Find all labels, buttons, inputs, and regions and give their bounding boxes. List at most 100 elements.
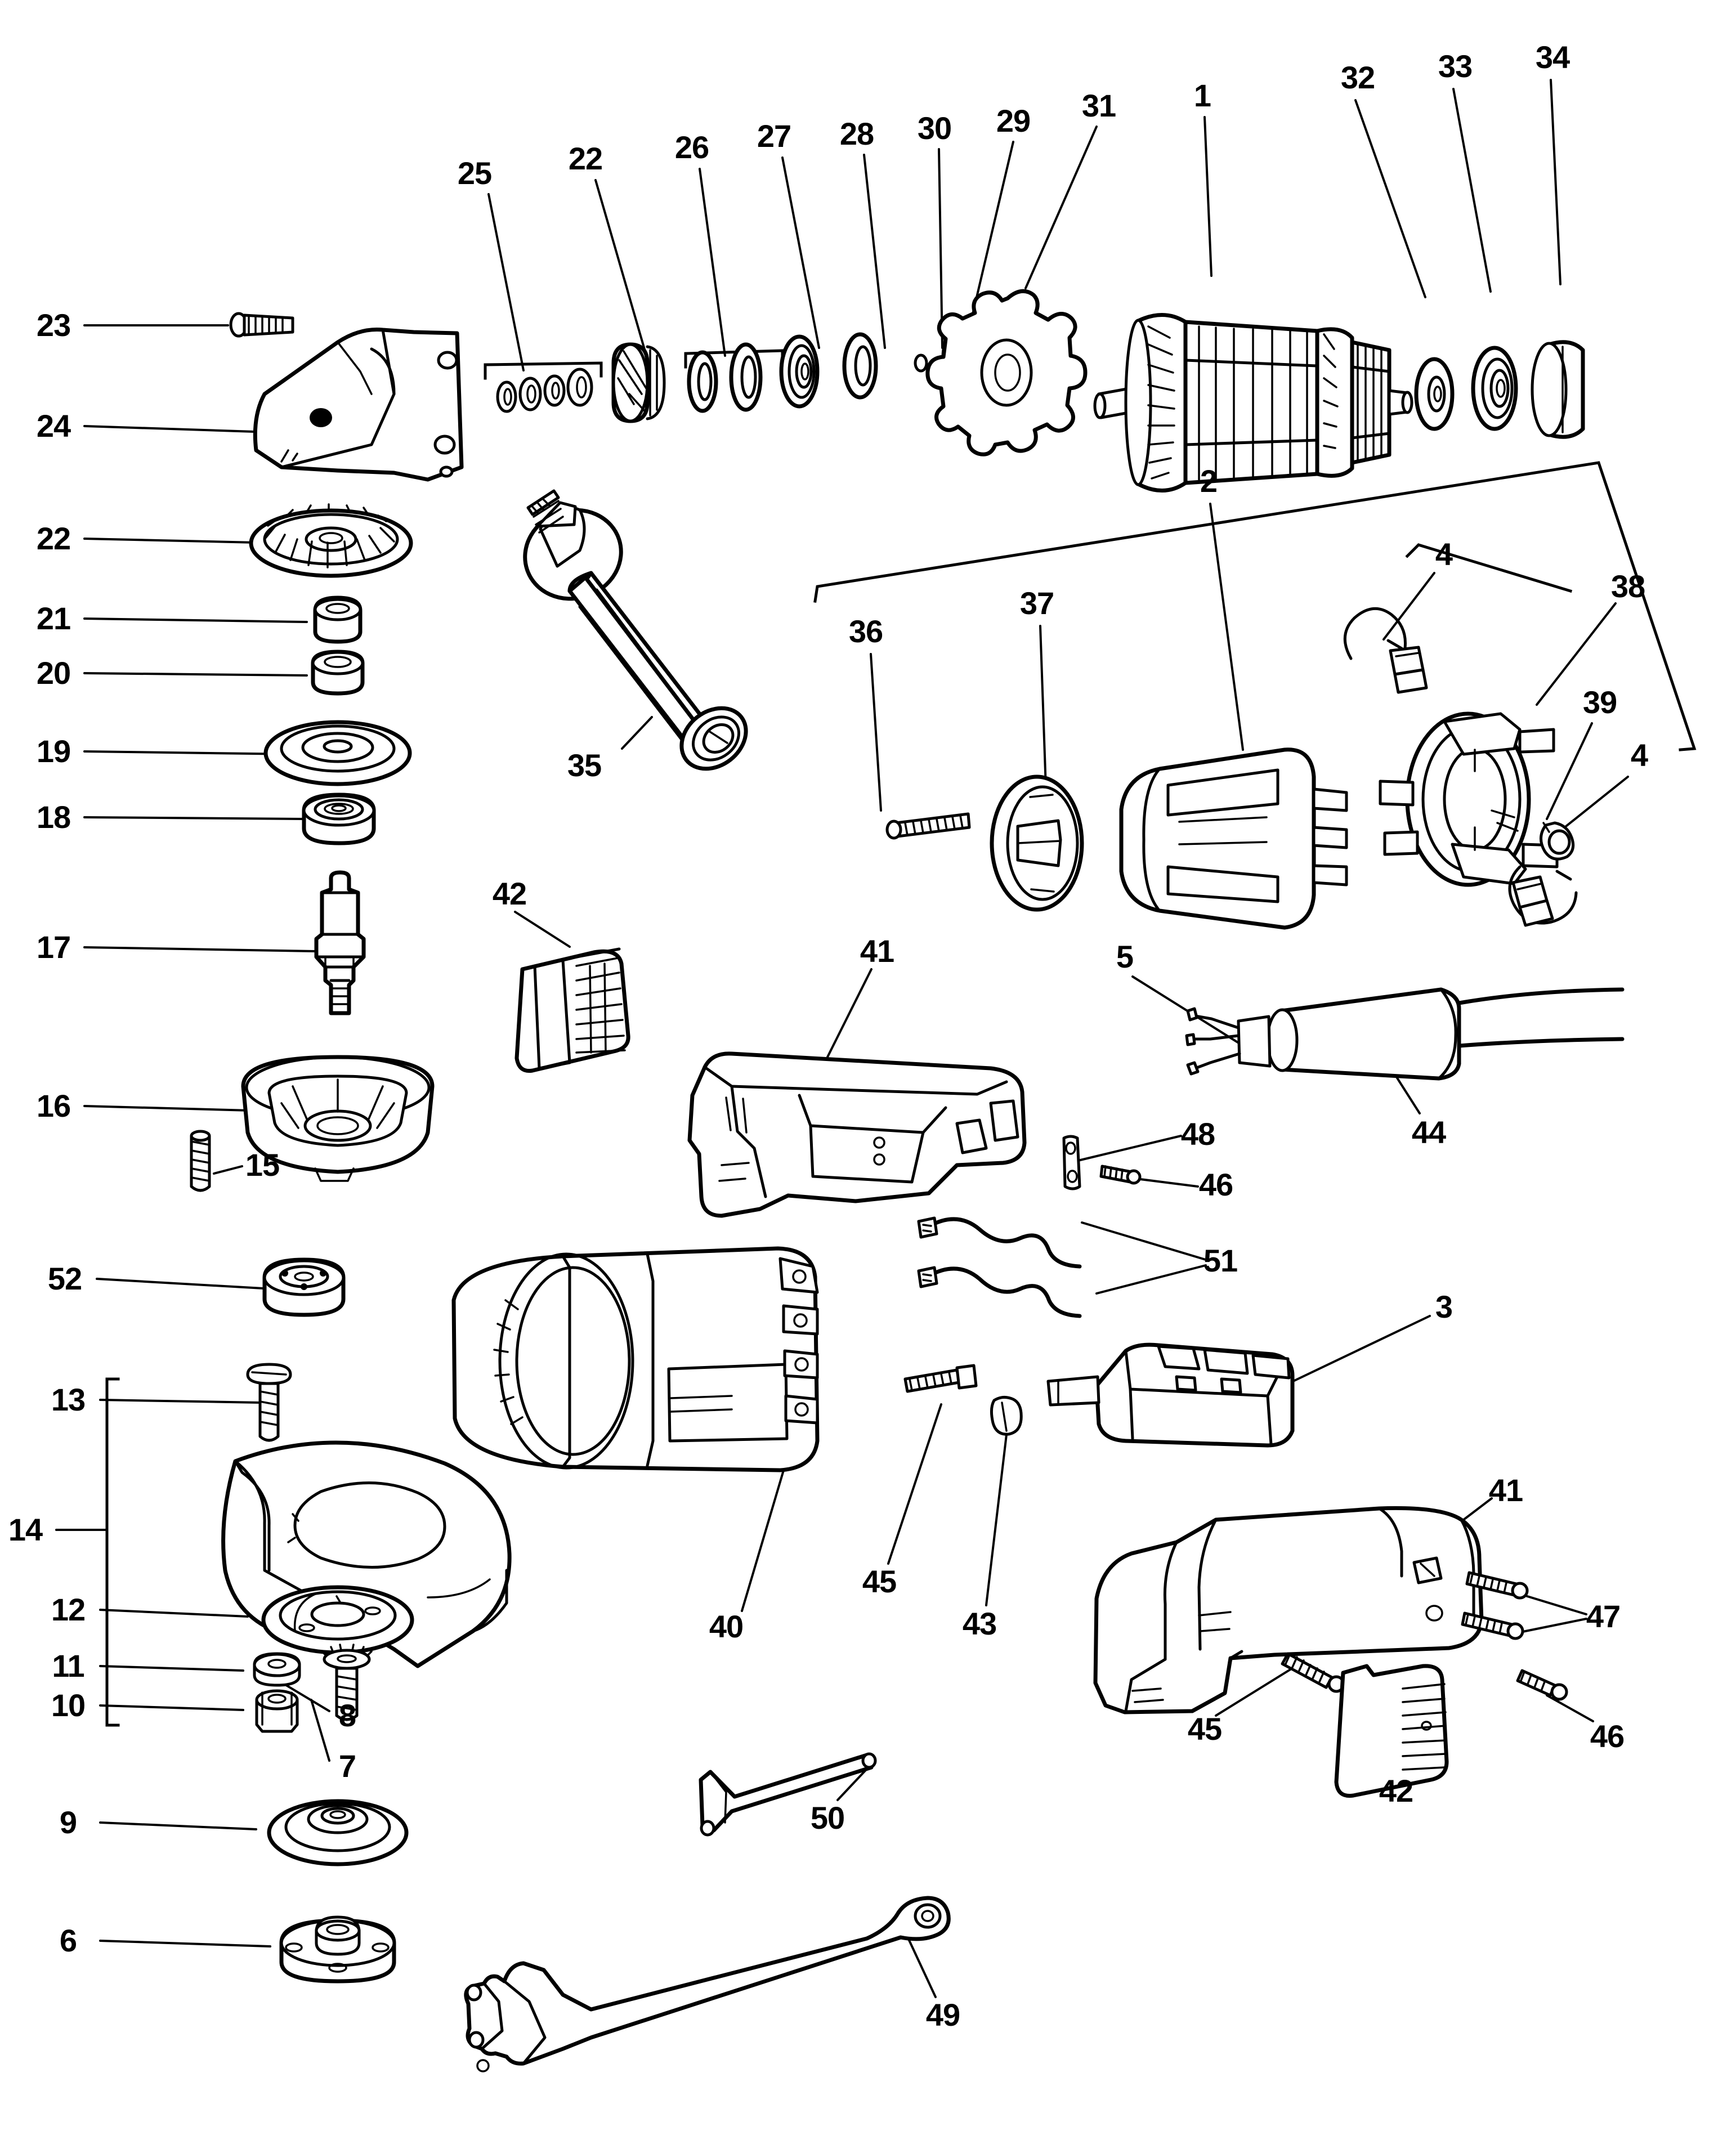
- callout-label-lock-washer: 8: [338, 1698, 356, 1733]
- callout-label-spanner-wrench: 49: [925, 1997, 960, 2032]
- part-screw-46-lower: [1516, 1669, 1568, 1701]
- part-machine-screw-23: [229, 312, 294, 338]
- part-side-handle-35: [523, 489, 748, 771]
- callout-label-bearing-retainer: 21: [36, 601, 71, 636]
- part-switch-button-43: [990, 1396, 1023, 1436]
- part-field-screw-36: [885, 812, 971, 840]
- part-armature-1: [1093, 313, 1413, 493]
- part-ball-bearing-18: [302, 793, 376, 845]
- part-screw-45-lower: [1281, 1652, 1345, 1693]
- callout-label-handle-housing-half: 41: [860, 933, 894, 969]
- callout-label-screw: 15: [245, 1147, 280, 1183]
- callout-label-gear-case: 16: [36, 1088, 71, 1123]
- callout-label-cord-terminal: 5: [1116, 939, 1134, 974]
- part-carbon-brush-4-upper: [1343, 607, 1428, 694]
- callout-label-screw: 46: [1198, 1167, 1233, 1202]
- part-handle-housing-half-41-lower: [1093, 1506, 1484, 1714]
- callout-label-handle-housing-half: 41: [1488, 1472, 1523, 1508]
- part-spanner-wrench-49: [464, 1896, 951, 2072]
- part-field-insulator-37: [990, 774, 1084, 912]
- part-output-spindle-17: [314, 870, 366, 1015]
- callout-label-screw: 46: [1590, 1718, 1625, 1754]
- callout-label-ball-bearing: 27: [757, 118, 791, 154]
- callout-label-bearing-washer: 32: [1340, 60, 1375, 95]
- part-ball-bearing-33: [1471, 346, 1518, 431]
- callout-label-handle-screws: 47: [1586, 1599, 1621, 1634]
- part-brush-spring-39: [1540, 821, 1575, 861]
- part-handle-screws-47: [1461, 1571, 1529, 1640]
- leader-lines-group: [55, 79, 1697, 1998]
- part-pinion-gear-22: [611, 342, 666, 423]
- callout-label-vent-grille-cover: 42: [1379, 1773, 1413, 1808]
- part-guard-clamp-ring-12: [261, 1585, 414, 1655]
- part-trigger-switch-3: [1046, 1342, 1295, 1448]
- part-flat-washer-11: [253, 1652, 301, 1687]
- callout-label-trigger-switch: 3: [1435, 1289, 1453, 1324]
- callout-label-carbon-brush: 4: [1630, 737, 1648, 773]
- part-handle-housing-half-41-upper: [687, 1051, 1027, 1218]
- callout-label-hex-key-wrench: 50: [810, 1800, 845, 1835]
- callout-label-carbon-brush: 4: [1435, 536, 1453, 572]
- callout-label-bearing-washer: 28: [839, 116, 874, 151]
- part-bearing-retainer-21: [313, 596, 363, 644]
- part-screw-46-upper: [1099, 1165, 1142, 1185]
- callout-label-screw: 45: [862, 1564, 897, 1599]
- callout-label-seal-ring-set: 26: [674, 129, 709, 165]
- part-hex-nut-10: [255, 1689, 299, 1733]
- callout-label-flat-washer: 11: [52, 1648, 84, 1684]
- part-shim-washer-set-25: [496, 368, 593, 413]
- part-spiral-bevel-gear-22: [249, 503, 413, 578]
- callout-label-gear-case-cover: 24: [36, 408, 71, 444]
- part-pin-30: [914, 353, 928, 373]
- part-bearing-washer-28: [842, 332, 878, 400]
- callout-label-lead-wires: 51: [1203, 1243, 1238, 1278]
- callout-label-field-screw: 36: [848, 614, 883, 649]
- callout-label-hex-nut: 10: [51, 1687, 86, 1723]
- part-flange-collar-52: [262, 1257, 346, 1317]
- callout-label-vent-grille-cover: 42: [492, 876, 527, 911]
- part-bearing-plate-19: [263, 720, 412, 786]
- callout-label-clamp-bolt: 7: [338, 1748, 356, 1784]
- callout-label-ball-bearing: 33: [1438, 48, 1473, 84]
- part-hex-key-wrench-50: [699, 1752, 877, 1837]
- part-ball-bearing-27: [779, 334, 820, 409]
- callout-label-screw: 45: [1187, 1711, 1222, 1747]
- callout-label-shim-washer-set: 25: [457, 155, 492, 191]
- part-lead-wires-51: [917, 1216, 1082, 1318]
- callout-label-armature: 1: [1193, 78, 1211, 113]
- callout-label-ball-bearing: 18: [36, 799, 71, 835]
- callout-label-brush-holder-assembly: 38: [1610, 568, 1645, 604]
- part-backing-flange-9: [267, 1799, 409, 1866]
- part-cord-clamp-plate-48: [1062, 1135, 1081, 1190]
- callout-label-cord-clamp-plate: 48: [1180, 1116, 1215, 1152]
- callout-label-motor-housing: 40: [709, 1609, 744, 1644]
- part-gear-case-cover-24: [253, 328, 464, 482]
- callout-label-side-handle: 35: [567, 747, 602, 783]
- part-carbon-brush-4-lower: [1508, 865, 1578, 927]
- part-seal-ring-set-26: [687, 342, 763, 413]
- callout-label-pin: 30: [917, 110, 952, 146]
- part-bearing-ring-34: [1531, 340, 1585, 439]
- part-oil-seal-20: [311, 650, 365, 696]
- callout-label-pan-head-screw: 13: [51, 1382, 86, 1417]
- part-lock-washer-8: [321, 1644, 373, 1670]
- callout-label-pinion-gear: 22: [568, 141, 603, 176]
- part-pan-head-screw-13: [246, 1363, 292, 1442]
- callout-label-washer: 29: [996, 103, 1031, 138]
- callout-label-switch-button: 43: [962, 1606, 997, 1641]
- callout-label-spiral-bevel-gear: 22: [36, 521, 71, 556]
- callout-label-inner-flange: 6: [59, 1923, 77, 1958]
- callout-label-power-cord: 44: [1411, 1114, 1446, 1150]
- part-power-cord-44: [1185, 987, 1625, 1081]
- part-vent-grille-cover-42-lower: [1334, 1664, 1449, 1798]
- part-motor-housing-40: [451, 1246, 820, 1472]
- callout-label-machine-screw: 23: [36, 307, 71, 343]
- callout-label-flange-collar: 52: [47, 1261, 82, 1296]
- callout-label-field-assembly: 2: [1200, 463, 1218, 499]
- part-inner-flange-6: [279, 1915, 396, 1984]
- part-brush-holder-assembly-38: [1379, 711, 1559, 887]
- callout-label-bearing-ring: 34: [1535, 39, 1570, 75]
- part-gear-case-16: [241, 1055, 435, 1182]
- part-field-assembly-2: [1119, 747, 1348, 930]
